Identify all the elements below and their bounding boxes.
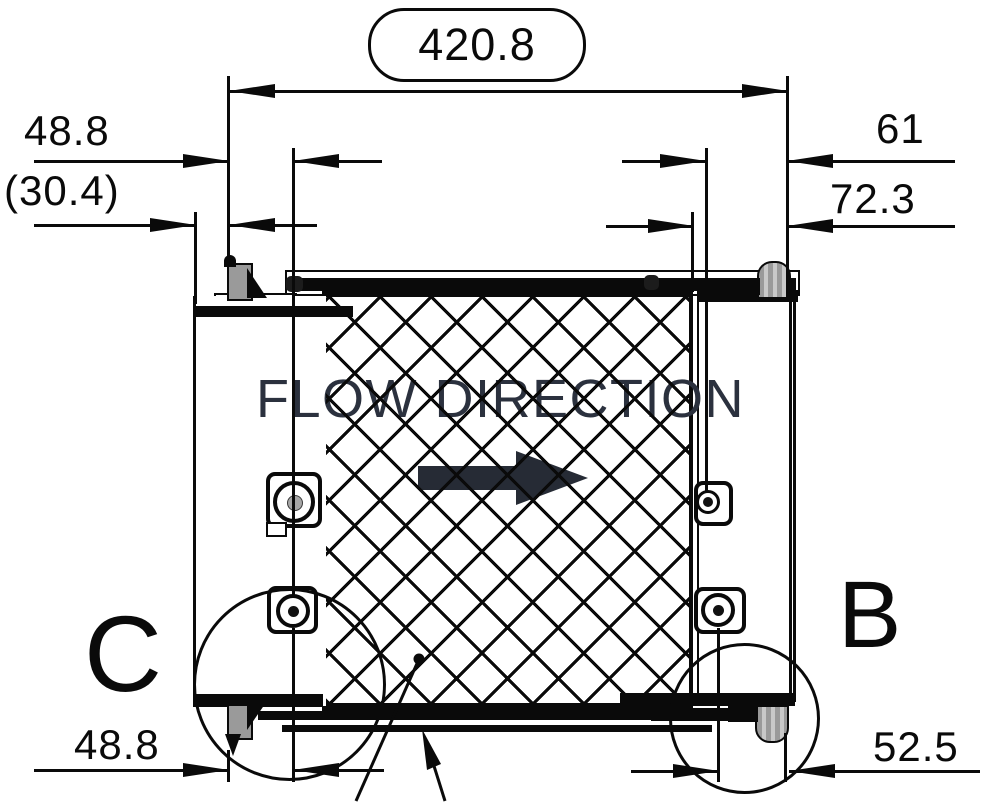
centerline-right-upper-hole — [705, 148, 708, 493]
detail-label-c: C — [84, 593, 162, 714]
leader-line-arrow-tail — [432, 765, 447, 802]
dim-text-top-right-offset: 61 — [876, 105, 925, 152]
top-plate-band — [291, 278, 796, 291]
dim-line-52-5-tail — [789, 770, 980, 773]
mount-hole-upper-right-center — [703, 497, 713, 507]
clip-top-left-wedge — [247, 268, 267, 298]
dim-line-48-8-bot-tail — [34, 769, 229, 772]
arrowhead-48-8-top-right — [293, 154, 339, 168]
detail-circle-b — [669, 643, 820, 794]
right-flange-panel — [697, 292, 792, 704]
dim-text-top-left-offset: 48.8 — [24, 107, 110, 154]
dim-line-61-tail — [787, 160, 955, 163]
left-flange-top-band — [193, 306, 353, 317]
arrowhead-30-4-right — [229, 218, 275, 232]
dim-text-bottom-right: 52.5 — [873, 723, 959, 770]
leader-arrowhead — [422, 729, 441, 770]
extension-line-clip-left-bottom — [227, 750, 230, 782]
arrowhead-61-left — [660, 154, 706, 168]
overall-width-balloon: 420.8 — [368, 8, 586, 82]
mount-hole-lower-right-center — [713, 605, 724, 616]
overall-width-value: 420.8 — [418, 19, 536, 70]
dim-text-bottom-left: 48.8 — [74, 721, 160, 768]
extension-line-clip-left — [227, 76, 230, 257]
clip-top-right-step — [728, 278, 760, 295]
extension-line-flange-left-edge — [194, 212, 197, 304]
dim-line-48-8-top-tail — [34, 160, 229, 163]
right-flange-outer-line — [793, 292, 796, 702]
fastener-top-right — [644, 275, 659, 290]
clip-top-left-peak — [224, 255, 236, 267]
arrowhead-72-3-right — [787, 219, 833, 233]
dim-text-top-left-reference: (30.4) — [4, 167, 120, 214]
arrowhead-72-3-left — [648, 219, 694, 233]
bottom-frame-band-low — [282, 725, 712, 732]
arrowhead-overall-left — [229, 84, 275, 98]
detail-circle-c — [193, 588, 386, 781]
mount-pad-upper-left-notch — [266, 522, 287, 537]
detail-label-b: B — [838, 562, 902, 668]
arrowhead-30-4-left — [150, 218, 196, 232]
extension-line-body-right-edge — [691, 212, 694, 292]
dimension-line-overall — [229, 90, 788, 93]
extension-line-flange-right-edge — [786, 76, 789, 298]
arrowhead-overall-right — [742, 84, 788, 98]
mount-hole-upper-left-center — [287, 495, 303, 511]
centerline-left-holes — [292, 148, 295, 595]
arrowhead-48-8-top-left — [183, 154, 229, 168]
arrowhead-61-right — [787, 154, 833, 168]
bottom-frame-band-mid — [258, 711, 712, 720]
dim-line-30-4-tail — [34, 224, 196, 227]
crosshatch-mesh — [326, 297, 689, 703]
arrowhead-48-8-bot-left — [183, 763, 229, 777]
dim-line-72-3-tail — [787, 225, 955, 228]
dim-text-top-right-edge: 72.3 — [830, 175, 916, 222]
